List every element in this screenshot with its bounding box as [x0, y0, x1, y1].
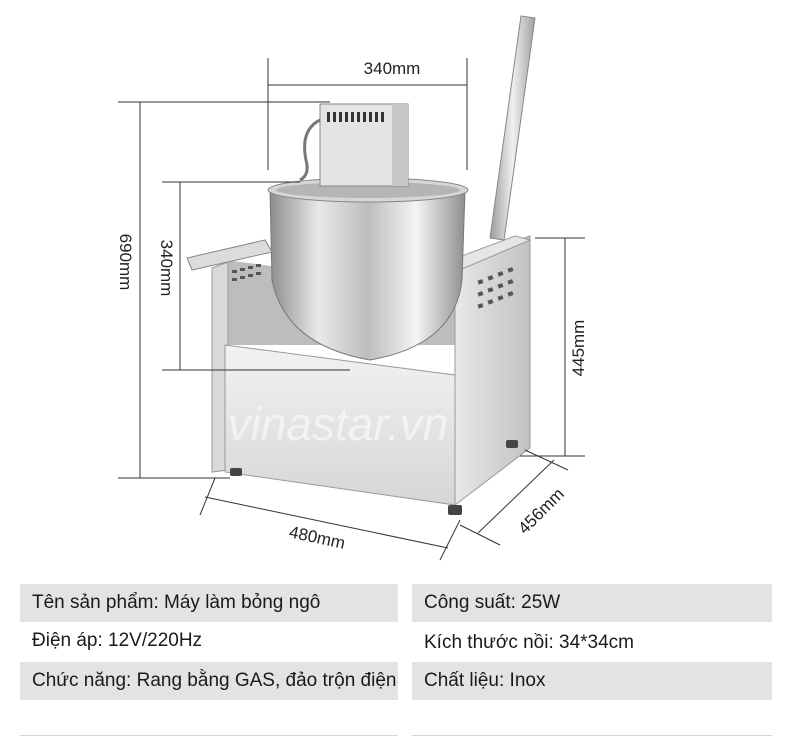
- dim-pot-height: 340mm: [157, 240, 176, 297]
- dim-total-height: 690mm: [116, 234, 135, 291]
- spec-product-name: Tên sản phẩm: Máy làm bỏng ngô: [20, 584, 398, 622]
- dim-base-depth: 456mm: [514, 484, 568, 538]
- spec-pot-size: Kích thước nồi: 34*34cm: [424, 632, 635, 653]
- watermark: vinastar.vn: [228, 398, 449, 450]
- dimension-lines: [118, 58, 585, 561]
- spec-function: Chức năng: Rang bằng GAS, đảo trộn điện: [20, 662, 398, 700]
- spec-power: Công suất: 25W: [412, 584, 772, 622]
- dim-base-width: 480mm: [287, 522, 346, 552]
- machine-diagram: 340mm 690mm 340mm 445mm 480mm 456mm vina…: [116, 15, 588, 561]
- spec-material: Chất liệu: Inox: [412, 662, 772, 700]
- spec-voltage: Điện áp: 12V/220Hz: [32, 630, 203, 651]
- pot-support-arm: [186, 239, 273, 271]
- stirring-handle: [489, 15, 536, 241]
- motor-box: [299, 103, 409, 187]
- divider: [412, 735, 772, 736]
- dim-top-width: 340mm: [364, 59, 421, 78]
- divider: [20, 735, 398, 736]
- dim-cabinet-height: 445mm: [569, 320, 588, 377]
